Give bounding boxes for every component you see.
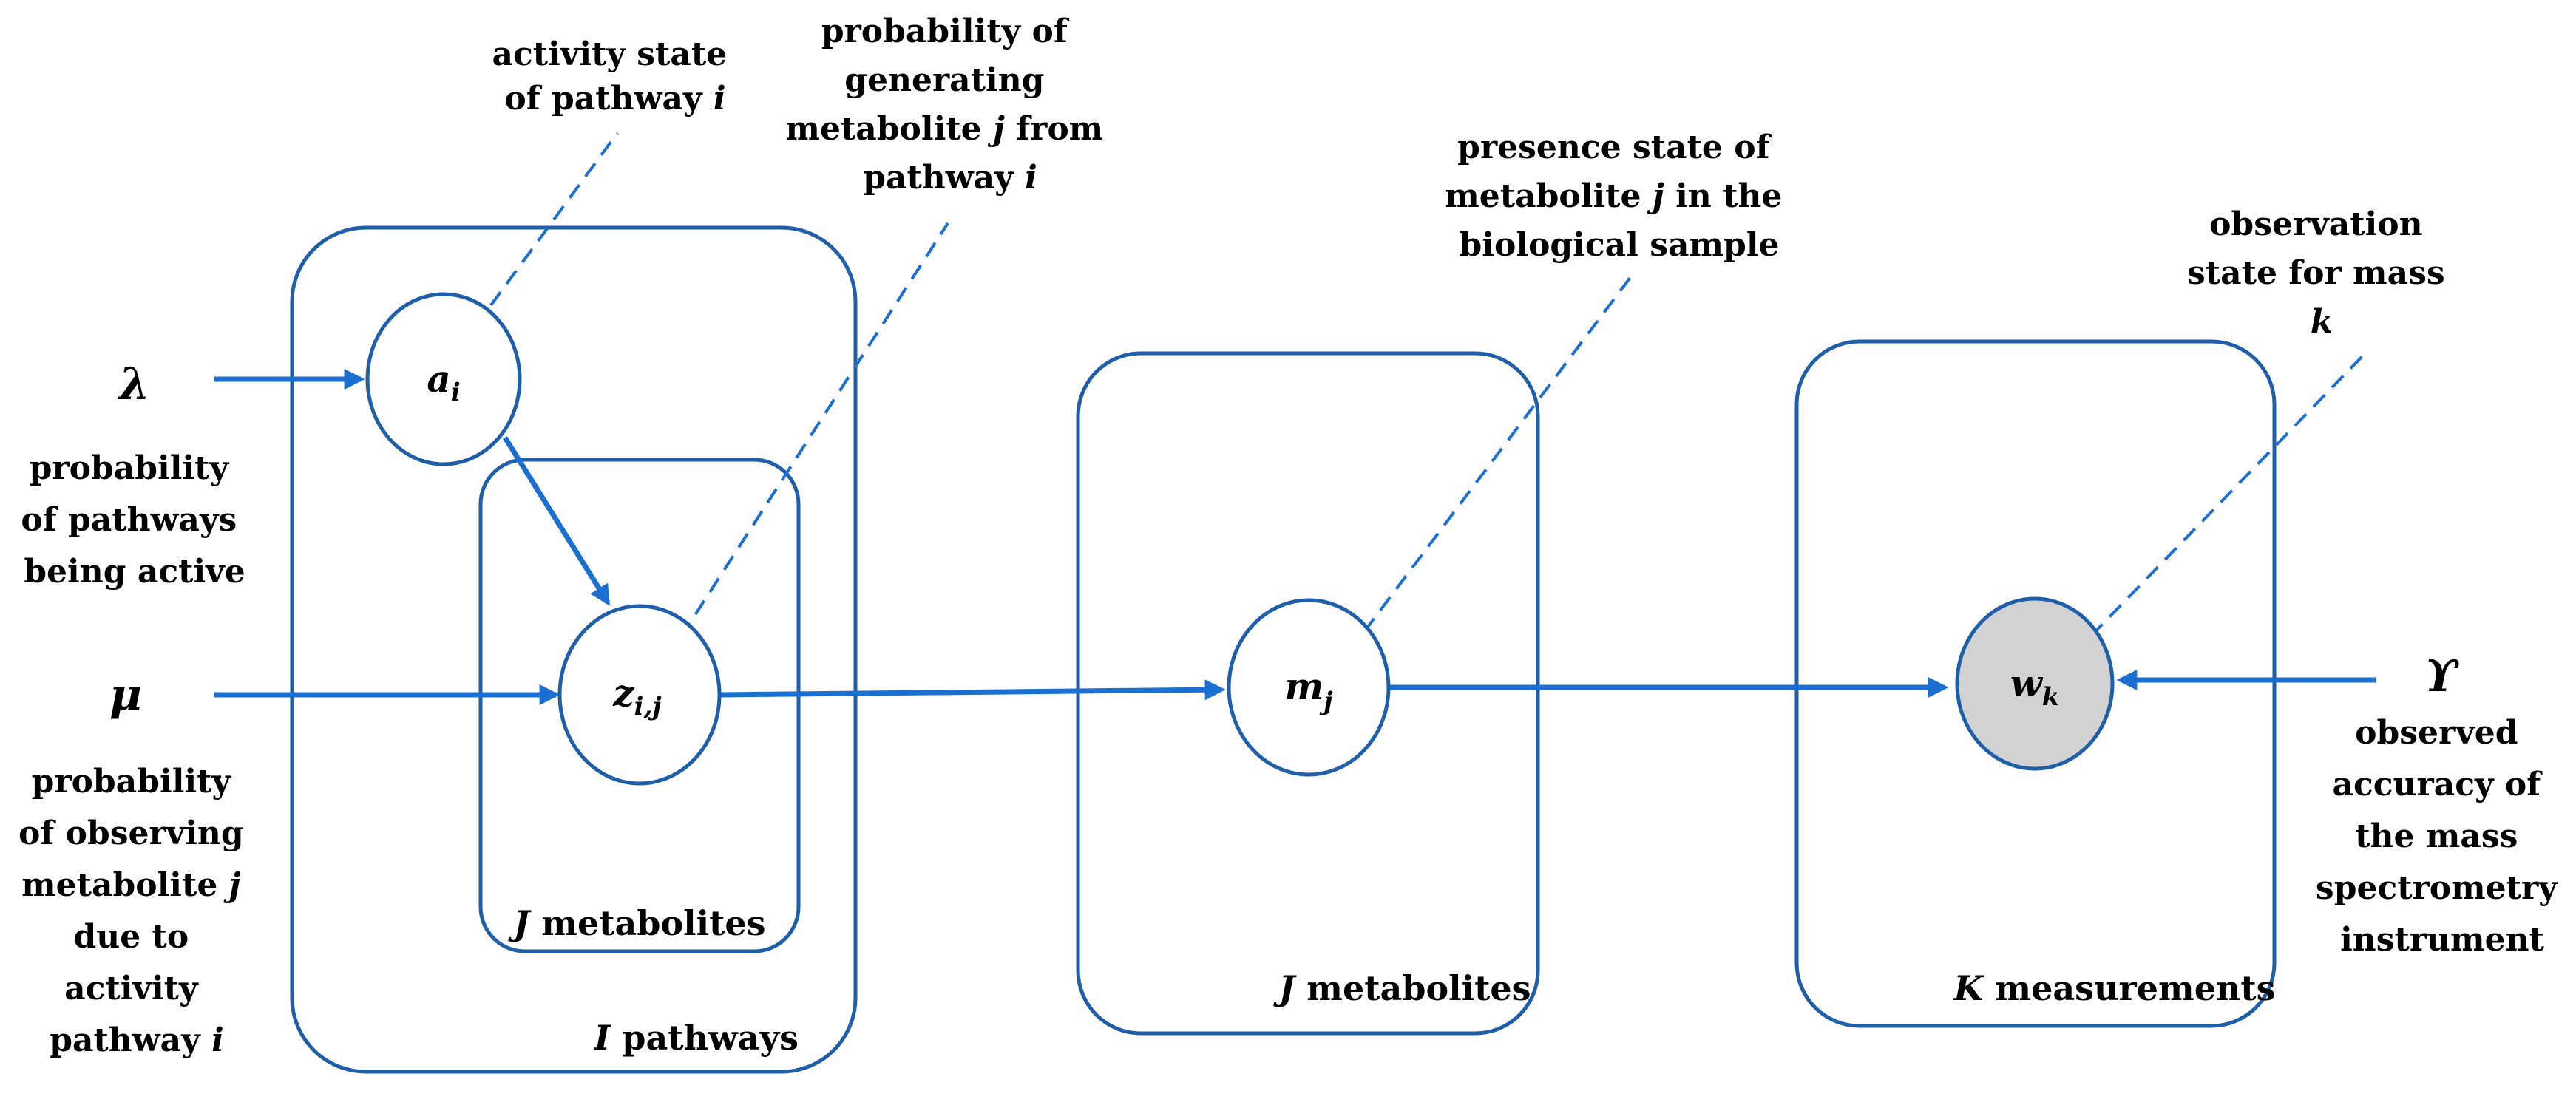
leader-activity [442, 132, 619, 371]
leader-observation [2053, 355, 2364, 676]
plate-label-measurements: K measurements [1952, 968, 2275, 1008]
param-mu: μ [109, 669, 142, 721]
upsilon-description: observed accuracy of the mass spectromet… [2316, 714, 2569, 959]
node-a [365, 292, 522, 466]
plate-label-metabolites-inner: J metabolites [508, 903, 766, 943]
node-w-label: wk [2010, 662, 2060, 712]
leader-presence [1331, 269, 1637, 676]
lambda-description: probability of pathways being active [21, 449, 248, 591]
node-z [557, 604, 722, 786]
param-lambda: λ [117, 358, 150, 410]
annotation-generating: probability of generating metabolite j f… [785, 13, 1114, 197]
leader-generating [651, 222, 949, 683]
annotation-activity-state: activity state of pathway i [492, 35, 738, 118]
arrow-z-to-m [719, 679, 1226, 701]
node-w [1955, 596, 2115, 771]
annotation-observation: observation state for mass k [2187, 205, 2456, 341]
plate-metabolites-inner [478, 458, 801, 953]
node-a-label: ai [427, 357, 460, 407]
mu-description: probability of observing metabolite j du… [18, 763, 255, 1059]
plate-label-metabolites: J metabolites [1273, 968, 1531, 1008]
node-m [1227, 598, 1391, 777]
node-z-label: zi,j [612, 671, 662, 721]
annotation-presence: presence state of metabolite j in the bi… [1445, 129, 1793, 264]
plate-label-pathways: I pathways [593, 1018, 799, 1058]
plate-pathways [290, 225, 858, 1074]
param-upsilon: ϒ [2424, 650, 2459, 702]
plate-measurements [1794, 339, 2277, 1028]
arrow-a-to-z [503, 436, 610, 606]
